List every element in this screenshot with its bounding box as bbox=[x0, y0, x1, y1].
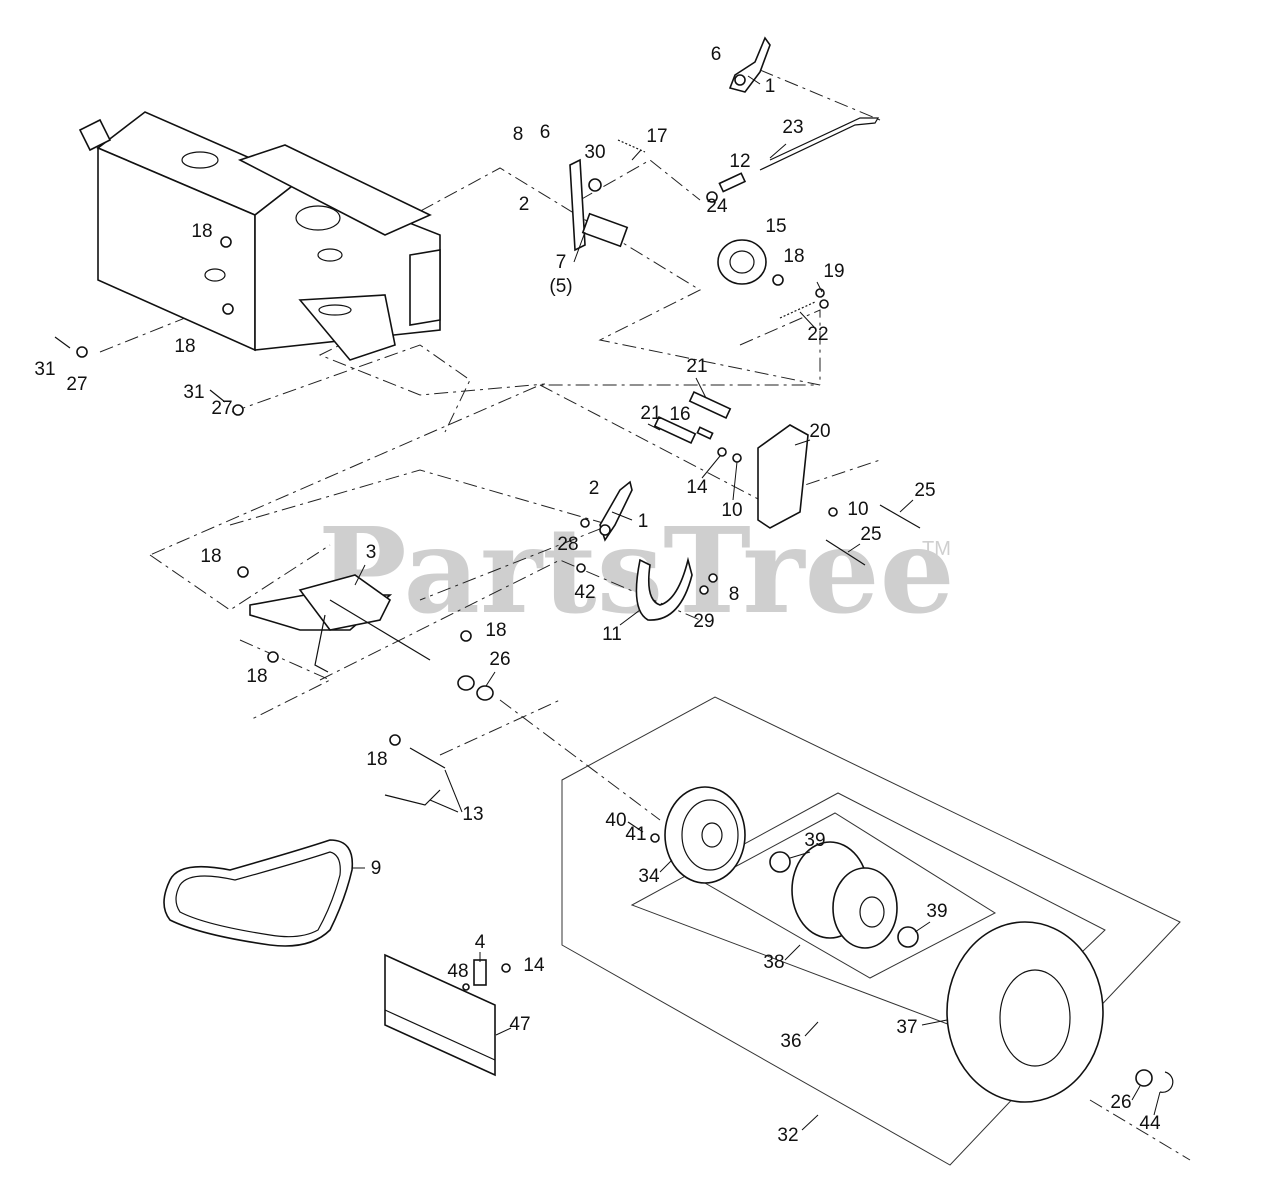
watermark-trademark: TM bbox=[922, 538, 951, 560]
callout-label: 31 bbox=[183, 382, 204, 403]
callout-label: 2 bbox=[589, 478, 600, 499]
callout-label: 29 bbox=[693, 611, 714, 632]
callout-label: 42 bbox=[574, 582, 595, 603]
callout-label: 10 bbox=[721, 500, 742, 521]
callout-label: 22 bbox=[807, 324, 828, 345]
callout-label: 27 bbox=[66, 374, 87, 395]
callout-label: 18 bbox=[191, 221, 212, 242]
callout-label: 8 bbox=[513, 124, 524, 145]
callout-label: 17 bbox=[646, 126, 667, 147]
frame bbox=[78, 111, 441, 361]
callout-label: 14 bbox=[523, 955, 545, 976]
callout-label: 11 bbox=[602, 624, 622, 645]
callout-label: 18 bbox=[485, 620, 506, 641]
callout-label: 13 bbox=[462, 804, 483, 825]
callout-label: 31 bbox=[34, 359, 55, 380]
callout-label: 6 bbox=[540, 122, 551, 143]
callout-label: 23 bbox=[782, 117, 803, 138]
callout-label: 4 bbox=[475, 932, 486, 953]
callout-label: 48 bbox=[447, 961, 468, 982]
watermark-text: PartsTree bbox=[318, 501, 955, 640]
callout-label: 1 bbox=[765, 76, 776, 97]
callout-label: 38 bbox=[763, 952, 784, 973]
callout-label: 26 bbox=[489, 649, 510, 670]
callout-label: 18 bbox=[366, 749, 387, 770]
callout-label: 25 bbox=[914, 480, 935, 501]
callout-label: 18 bbox=[246, 666, 267, 687]
callout-label: 25 bbox=[860, 524, 881, 545]
callout-label: 14 bbox=[686, 477, 708, 498]
callout-label: 6 bbox=[711, 44, 722, 65]
callout-label: 7 bbox=[556, 252, 567, 273]
callout-label: 41 bbox=[625, 824, 646, 845]
callout-label: 8 bbox=[729, 584, 740, 605]
callout-label: 34 bbox=[638, 866, 660, 887]
callout-label: 19 bbox=[823, 261, 844, 282]
callout-label: 18 bbox=[174, 336, 195, 357]
callout-label: (5) bbox=[549, 276, 572, 297]
callout-label: 18 bbox=[783, 246, 804, 267]
callout-label: 21 bbox=[640, 403, 661, 424]
callout-label: 27 bbox=[211, 398, 232, 419]
callout-label: 39 bbox=[926, 901, 947, 922]
callout-label: 28 bbox=[557, 534, 578, 555]
callout-label: 18 bbox=[200, 546, 221, 567]
callout-label: 40 bbox=[605, 810, 626, 831]
callout-label: 32 bbox=[777, 1125, 798, 1146]
callout-label: 47 bbox=[509, 1014, 530, 1035]
callout-label: 2 bbox=[519, 194, 530, 215]
leader-lines bbox=[352, 75, 1161, 1131]
callout-label: 24 bbox=[706, 196, 728, 217]
callout-label: 26 bbox=[1110, 1092, 1131, 1113]
callout-label: 3 bbox=[366, 542, 377, 563]
callout-label: 36 bbox=[780, 1031, 801, 1052]
callout-label: 10 bbox=[847, 499, 868, 520]
callout-label: 30 bbox=[584, 142, 605, 163]
callout-label: 9 bbox=[371, 858, 382, 879]
callout-label: 15 bbox=[765, 216, 786, 237]
parts bbox=[54, 36, 1174, 1103]
callout-label: 21 bbox=[686, 356, 707, 377]
callout-label: 20 bbox=[809, 421, 830, 442]
callout-label: 1 bbox=[638, 511, 649, 532]
callout-label: 12 bbox=[729, 151, 750, 172]
callout-label: 16 bbox=[669, 404, 690, 425]
callout-label: 37 bbox=[896, 1017, 917, 1038]
callout-label: 44 bbox=[1139, 1113, 1161, 1134]
callout-label: 39 bbox=[804, 830, 825, 851]
